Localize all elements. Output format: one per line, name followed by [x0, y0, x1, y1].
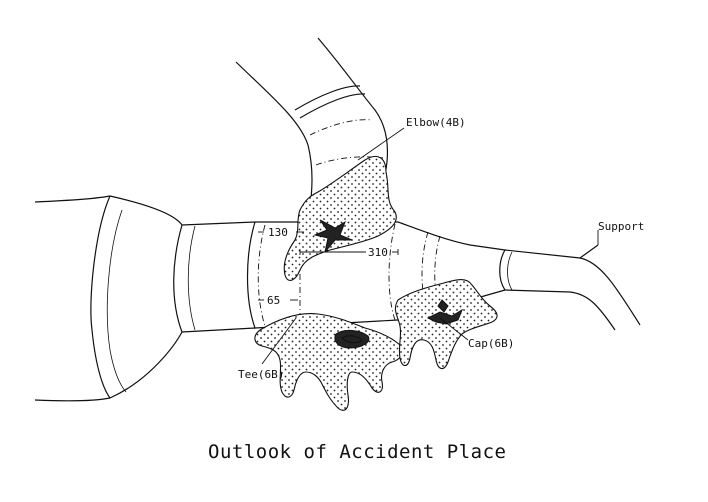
right-pipe — [397, 221, 641, 331]
dimension-130-label: 130 — [268, 226, 288, 239]
figure-caption: Outlook of Accident Place — [208, 441, 506, 463]
debris-elbow — [283, 155, 397, 281]
debris-cap — [394, 279, 498, 370]
label-cap: Cap(6B) — [468, 337, 514, 350]
label-support: Support — [598, 220, 644, 233]
label-support-group: Support — [597, 220, 644, 245]
dimension-130: 130 — [258, 226, 304, 239]
label-tee: Tee(6B) — [238, 368, 284, 381]
dimension-65: 65 — [258, 294, 298, 307]
label-cap-group: Cap(6B) — [439, 317, 514, 350]
dimension-310: 310 — [299, 246, 399, 259]
dimension-65-label: 65 — [267, 294, 280, 307]
label-elbow-group: Elbow(4B) — [357, 116, 466, 161]
debris-tee — [254, 313, 403, 411]
label-tee-group: Tee(6B) — [238, 317, 297, 381]
dimension-310-label: 310 — [368, 246, 388, 259]
support-strut — [579, 244, 599, 259]
label-elbow: Elbow(4B) — [406, 116, 466, 129]
left-pipe — [34, 195, 256, 402]
